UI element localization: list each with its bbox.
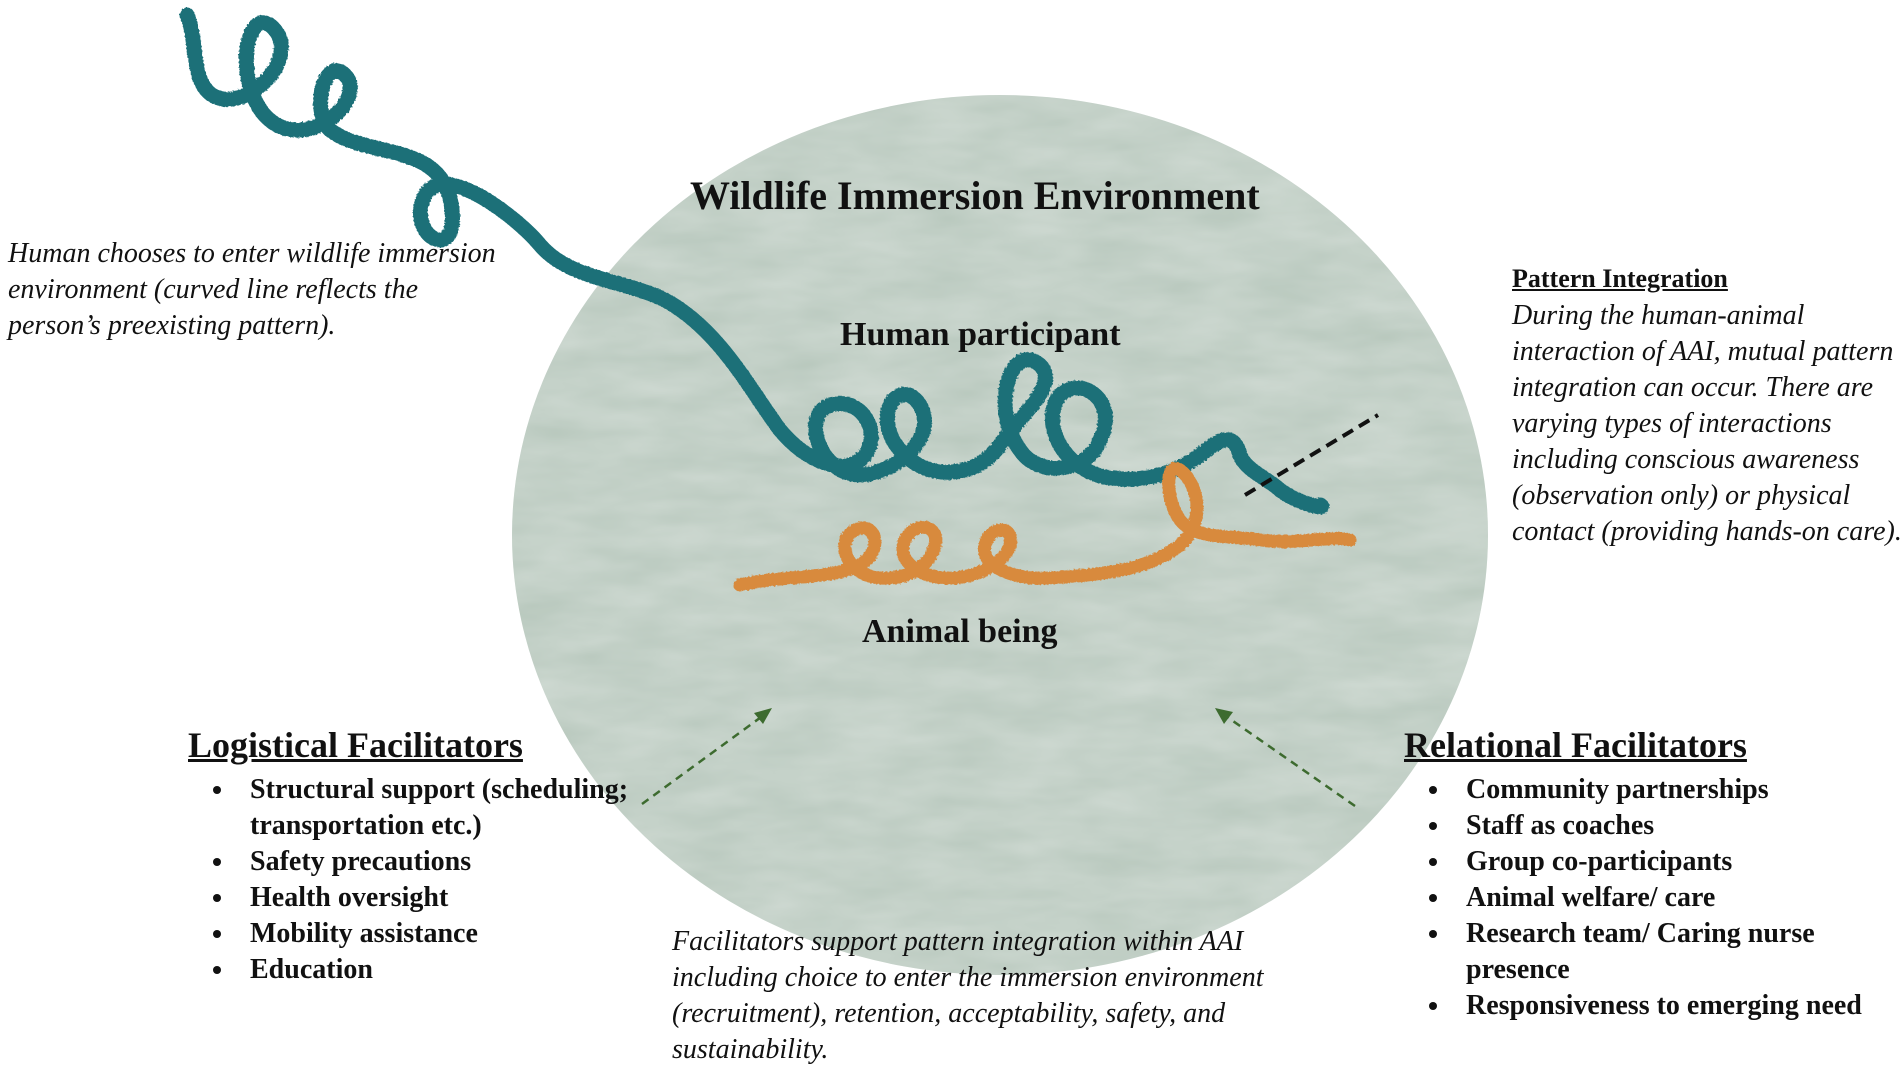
list-item: Education (236, 952, 658, 988)
pattern-integration-box: Pattern Integration During the human-ani… (1512, 264, 1902, 550)
list-item: Health oversight (236, 880, 658, 916)
pattern-integration-heading: Pattern Integration (1512, 264, 1728, 293)
logistical-arrowhead (754, 708, 772, 724)
logistical-list: Structural support (scheduling; transpor… (188, 772, 658, 988)
human-entry-note: Human chooses to enter wildlife immersio… (8, 238, 496, 341)
list-item: Staff as coaches (1452, 808, 1894, 844)
list-item: Responsiveness to emerging need (1452, 988, 1894, 1024)
relational-heading: Relational Facilitators (1404, 725, 1747, 765)
list-item: Safety precautions (236, 844, 658, 880)
pattern-integration-connector (1243, 413, 1380, 497)
list-item: Structural support (scheduling; transpor… (236, 772, 658, 844)
relational-list: Community partnerships Staff as coaches … (1404, 772, 1894, 1024)
logistical-heading: Logistical Facilitators (188, 725, 523, 765)
list-item: Community partnerships (1452, 772, 1894, 808)
human-pattern-line (179, 7, 1330, 515)
facilitators-note: Facilitators support pattern integration… (672, 926, 1264, 1065)
logistical-facilitators: Logistical Facilitators Structural suppo… (188, 724, 658, 988)
pattern-integration-text: During the human-animal interaction of A… (1512, 300, 1902, 547)
list-item: Mobility assistance (236, 916, 658, 952)
list-item: Animal welfare/ care (1452, 880, 1894, 916)
environment-title: Wildlife Immersion Environment (690, 173, 1260, 218)
animal-label: Animal being (862, 613, 1058, 650)
relational-facilitators: Relational Facilitators Community partne… (1404, 724, 1894, 1024)
list-item: Group co-participants (1452, 844, 1894, 880)
human-label: Human participant (840, 316, 1121, 353)
animal-pattern-line (733, 461, 1357, 592)
list-item: Research team/ Caring nurse presence (1452, 916, 1894, 988)
logistical-arrow (641, 710, 769, 806)
relational-arrowhead (1215, 708, 1233, 724)
